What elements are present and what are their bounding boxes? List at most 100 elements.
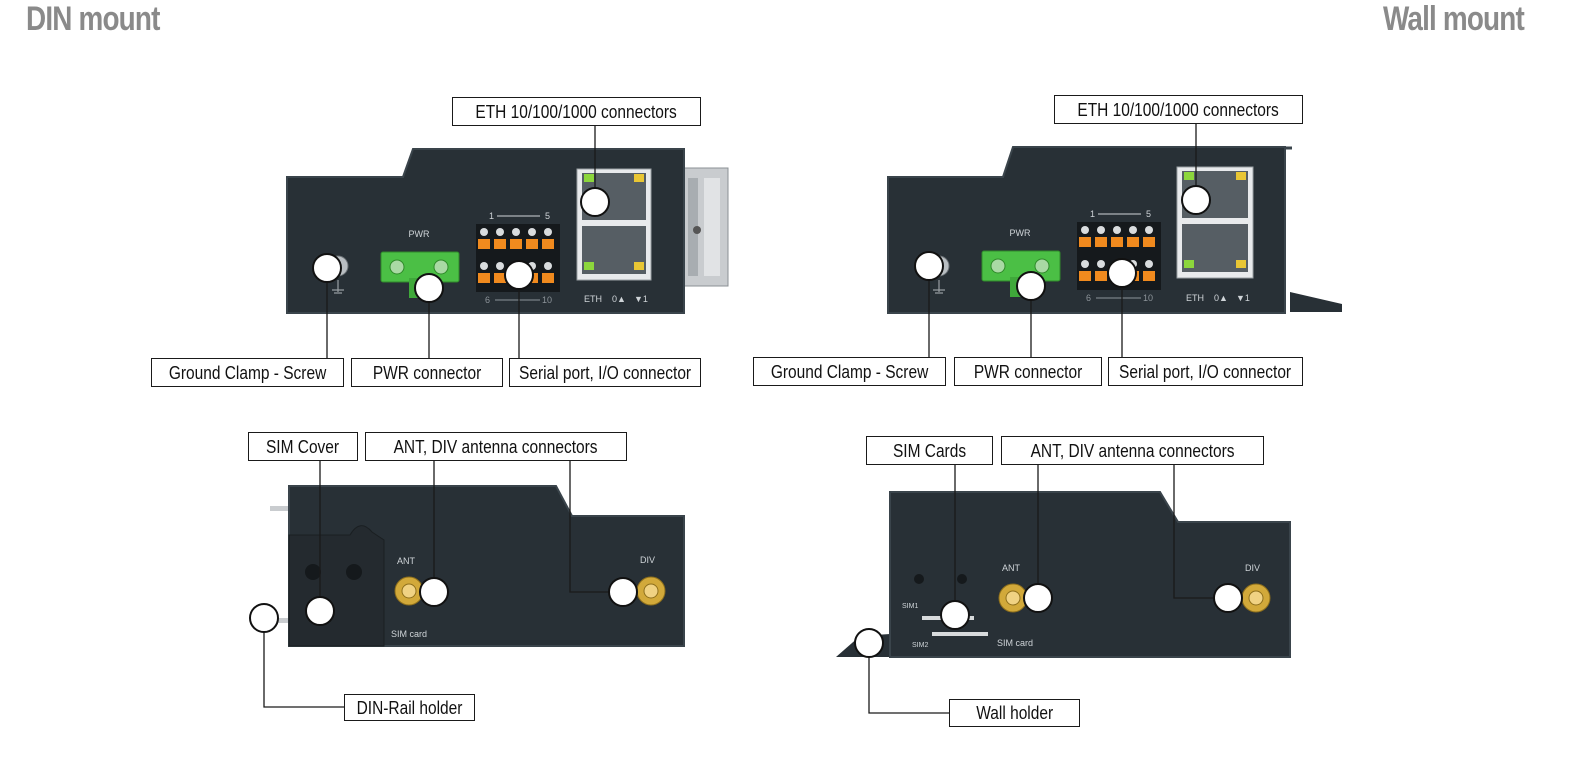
terminal-push-lever: [1143, 271, 1155, 281]
wall-front-view: PWR 1 5 6 10: [887, 146, 1342, 314]
eth-connectors-callout: ETH 10/100/1000 connectors: [452, 97, 701, 126]
marker-pwr: [414, 273, 444, 303]
sim-cover-screw: [305, 564, 321, 580]
eth-silk: ETH: [584, 294, 602, 304]
din-front-view: PWR 1 5 6 10: [286, 148, 729, 314]
sim-cover-screw: [346, 564, 362, 580]
terminal-release-hole: [496, 262, 504, 270]
marker-ground: [312, 253, 342, 283]
ground-clamp-callout: Ground Clamp - Screw: [753, 357, 946, 386]
marker-holder: [854, 628, 884, 658]
marker-ant: [419, 577, 449, 607]
wall-bracket-flange: [1290, 292, 1342, 312]
terminal-push-lever: [526, 239, 538, 249]
marker-pwr: [1016, 271, 1046, 301]
terminal-release-hole: [1113, 226, 1121, 234]
marker-eth: [580, 187, 610, 217]
terminal-release-hole: [1097, 260, 1105, 268]
serial-io-callout: Serial port, I/O connector: [1108, 357, 1303, 386]
eth-silk: ETH: [1186, 293, 1204, 303]
wall-mount-heading: Wall mount: [1383, 0, 1525, 38]
leader-div: [569, 461, 623, 593]
din-rail-tab: [270, 618, 290, 623]
pin-start-silk: 1: [1090, 209, 1095, 219]
terminal-push-lever: [494, 273, 506, 283]
ant-silk: ANT: [397, 556, 416, 566]
marker-serial: [1107, 258, 1137, 288]
terminal-release-hole: [544, 228, 552, 236]
pin-low-silk: 6: [485, 295, 490, 305]
terminal-push-lever: [1143, 237, 1155, 247]
din-rail-holder-callout: DIN-Rail holder: [344, 694, 475, 721]
marker-serial: [504, 260, 534, 290]
div-sma-connector: [1241, 583, 1271, 613]
wall-back-view: SIM1 SIM2 ANT SIM card DIV: [836, 491, 1291, 658]
sim2-slot: [932, 632, 988, 636]
eth-port0-silk: 0▲: [1214, 293, 1228, 303]
pin-end-silk: 5: [1146, 209, 1151, 219]
antenna-connectors-callout: ANT, DIV antenna connectors: [1001, 436, 1264, 465]
antenna-connectors-callout: ANT, DIV antenna connectors: [365, 432, 627, 461]
terminal-release-hole: [1145, 226, 1153, 234]
wall-holder-callout: Wall holder: [949, 699, 1080, 727]
ant-sma-connector: [998, 583, 1028, 613]
terminal-release-hole: [1145, 260, 1153, 268]
leader-holder: [868, 643, 949, 714]
terminal-push-lever: [1111, 237, 1123, 247]
sim1-silk: SIM1: [902, 603, 918, 610]
terminal-release-hole: [528, 228, 536, 236]
terminal-release-hole: [1097, 226, 1105, 234]
marker-ant: [1023, 583, 1053, 613]
sim-eject-hole: [957, 574, 967, 584]
marker-sim: [940, 600, 970, 630]
terminal-release-hole: [1081, 226, 1089, 234]
pwr-silkscreen: PWR: [409, 229, 430, 239]
sim-cards-callout: SIM Cards: [866, 436, 993, 465]
marker-div: [608, 577, 638, 607]
sim-card-silk: SIM card: [997, 638, 1033, 648]
leader-holder: [263, 618, 344, 708]
terminal-release-hole: [1081, 260, 1089, 268]
sim2-silk: SIM2: [912, 642, 928, 649]
terminal-release-hole: [496, 228, 504, 236]
sim-card-silk: SIM card: [391, 629, 427, 639]
terminal-release-hole: [544, 262, 552, 270]
sim-cover: [288, 525, 385, 647]
eth-port1-silk: ▼1: [634, 294, 648, 304]
marker-holder: [249, 603, 279, 633]
terminal-release-hole: [1129, 226, 1137, 234]
serial-io-callout: Serial port, I/O connector: [509, 358, 701, 387]
pin-end-silk: 5: [545, 211, 550, 221]
ant-sma-connector: [394, 576, 424, 606]
pwr-connector-callout: PWR connector: [351, 358, 503, 387]
eth-ports: [1176, 166, 1254, 279]
sim-cover-callout: SIM Cover: [248, 432, 358, 461]
terminal-release-hole: [512, 228, 520, 236]
div-silk: DIV: [640, 555, 655, 565]
pwr-silkscreen: PWR: [1010, 228, 1031, 238]
marker-div: [1213, 583, 1243, 613]
terminal-release-hole: [480, 228, 488, 236]
pin-low-silk: 6: [1086, 293, 1091, 303]
pin-high-silk: 10: [542, 295, 552, 305]
marker-sim: [305, 596, 335, 626]
din-back-view: ANT SIM card DIV: [270, 485, 685, 647]
eth-port1-silk: ▼1: [1236, 293, 1250, 303]
sim-eject-hole: [914, 574, 924, 584]
terminal-push-lever: [478, 239, 490, 249]
pin-high-silk: 10: [1143, 293, 1153, 303]
ground-clamp-callout: Ground Clamp - Screw: [151, 358, 344, 387]
terminal-push-lever: [542, 239, 554, 249]
terminal-push-lever: [1079, 271, 1091, 281]
div-silk: DIV: [1245, 563, 1260, 573]
marker-ground: [914, 251, 944, 281]
terminal-push-lever: [478, 273, 490, 283]
pwr-connector-callout: PWR connector: [954, 357, 1102, 386]
terminal-push-lever: [1079, 237, 1091, 247]
wall-back-housing: [889, 491, 1291, 658]
terminal-push-lever: [1127, 237, 1139, 247]
din-mount-heading: DIN mount: [26, 0, 160, 38]
din-rail-clip: [681, 167, 729, 287]
terminal-push-lever: [1095, 271, 1107, 281]
